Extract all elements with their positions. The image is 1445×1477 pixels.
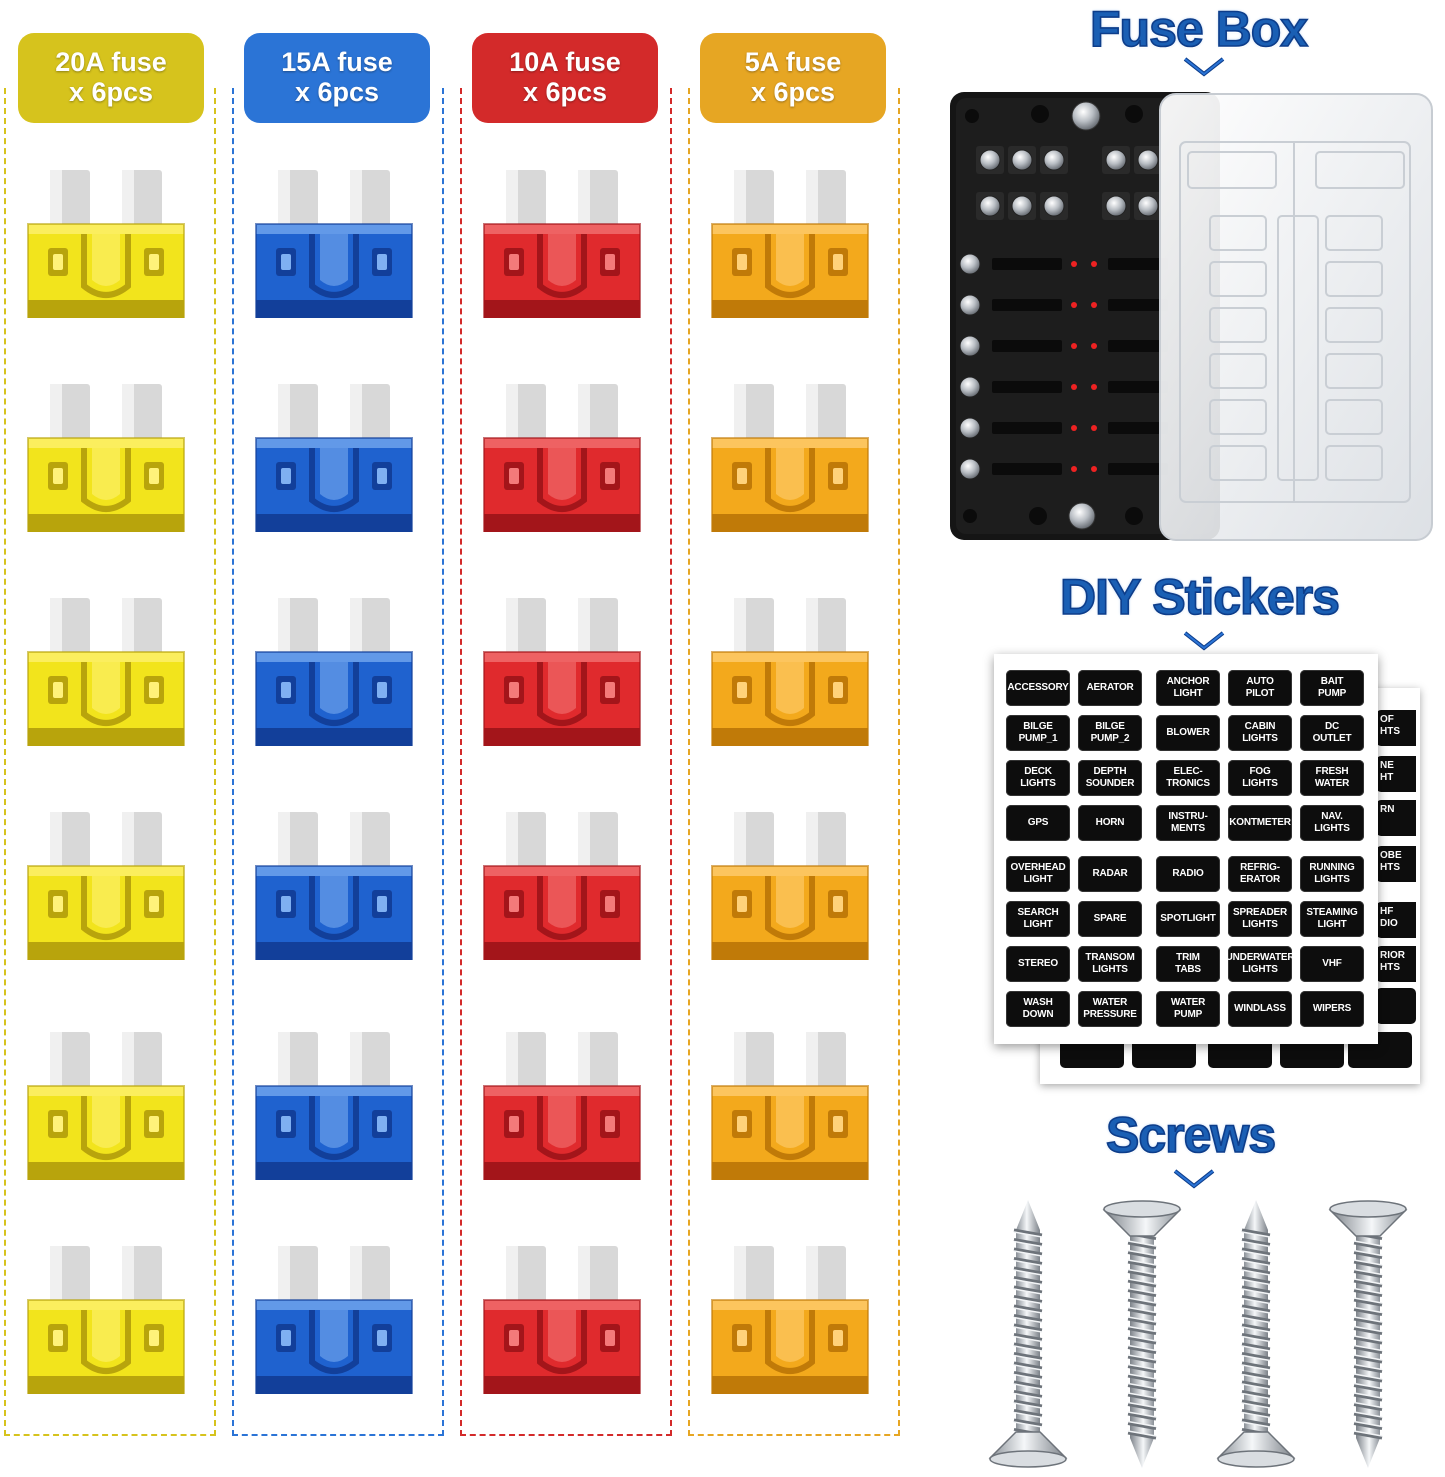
sticker-label: HORN <box>1078 805 1142 841</box>
sticker-label: CABIN LIGHTS <box>1228 715 1292 751</box>
sticker-label: REFRIG- ERATOR <box>1228 856 1292 892</box>
sticker-label: WINDLASS <box>1228 991 1292 1027</box>
sticker-label: STEAMING LIGHT <box>1300 901 1364 937</box>
fuse-column-15a <box>232 88 444 1436</box>
sticker-label: RUNNING LIGHTS <box>1300 856 1364 892</box>
sticker-label: ELEC- TRONICS <box>1156 760 1220 796</box>
fuse-rating-label: 5A fuse <box>744 47 842 77</box>
blade-fuse-icon <box>480 1030 644 1180</box>
blade-fuse-icon <box>708 168 872 318</box>
sticker-label: FRESH WATER <box>1300 760 1364 796</box>
sticker-label-partial: OF HTS <box>1376 710 1416 746</box>
blade-fuse-icon <box>252 1244 416 1394</box>
fuse-box <box>948 92 1434 542</box>
fuse-box-title: Fuse Box <box>1089 0 1309 58</box>
blade-fuse-icon <box>708 1244 872 1394</box>
blade-fuse-icon <box>24 810 188 960</box>
fuse-column-5a <box>688 88 900 1436</box>
sticker-label-partial: OBE HTS <box>1376 846 1416 882</box>
sticker-label: BAIT PUMP <box>1300 670 1364 706</box>
fuse-rating-label: 20A fuse <box>55 47 167 77</box>
chevron-down-icon <box>1183 57 1225 77</box>
sticker-label: WATER PRESSURE <box>1078 991 1142 1027</box>
fuse-quantity-label: x 6pcs <box>522 77 608 107</box>
sticker-label-partial: HF DIO <box>1376 902 1416 938</box>
blade-fuse-icon <box>480 382 644 532</box>
fuse-quantity-label: x 6pcs <box>294 77 380 107</box>
blade-fuse-icon <box>252 168 416 318</box>
blade-fuse-icon <box>708 596 872 746</box>
sticker-label: BLOWER <box>1156 715 1220 751</box>
chevron-down-icon <box>1173 1169 1215 1189</box>
sticker-label: UNDERWATER LIGHTS <box>1226 946 1295 982</box>
blank-sticker <box>1376 988 1416 1024</box>
fuse-column-10a <box>460 88 672 1436</box>
blade-fuse-icon <box>708 382 872 532</box>
sticker-label: OVERHEAD LIGHT <box>1006 856 1070 892</box>
sticker-label-partial: RN <box>1376 800 1416 836</box>
blade-fuse-icon <box>24 382 188 532</box>
fuse-rating-label: 10A fuse <box>509 47 621 77</box>
screw-icon <box>1100 1196 1184 1472</box>
blade-fuse-icon <box>252 596 416 746</box>
blade-fuse-icon <box>480 168 644 318</box>
sticker-label: ACCESSORY <box>1006 670 1070 706</box>
blade-fuse-icon <box>24 1244 188 1394</box>
sticker-label: SPREADER LIGHTS <box>1228 901 1292 937</box>
sticker-label-partial: RIOR HTS <box>1376 946 1416 982</box>
sticker-label: AUTO PILOT <box>1228 670 1292 706</box>
sticker-label: RADAR <box>1078 856 1142 892</box>
sticker-label: WATER PUMP <box>1156 991 1220 1027</box>
screw-icon <box>986 1196 1070 1472</box>
chevron-down-icon <box>1183 631 1225 651</box>
blade-fuse-icon <box>24 596 188 746</box>
sticker-label: FOG LIGHTS <box>1228 760 1292 796</box>
sticker-label: VHF <box>1300 946 1364 982</box>
stickers-title: DIY Stickers <box>1059 568 1341 626</box>
screws-title: Screws <box>1105 1106 1277 1164</box>
sticker-label: TRANSOM LIGHTS <box>1078 946 1142 982</box>
sticker-label: SEARCH LIGHT <box>1006 901 1070 937</box>
blade-fuse-icon <box>252 810 416 960</box>
sticker-label: STEREO <box>1006 946 1070 982</box>
blade-fuse-icon <box>252 382 416 532</box>
sticker-label: BILGE PUMP_1 <box>1006 715 1070 751</box>
blade-fuse-icon <box>708 1030 872 1180</box>
sticker-label: GPS <box>1006 805 1070 841</box>
sticker-label: INSTRU- MENTS <box>1156 805 1220 841</box>
fuse-quantity-label: x 6pcs <box>750 77 836 107</box>
sticker-label: SPARE <box>1078 901 1142 937</box>
sticker-label: DC OUTLET <box>1300 715 1364 751</box>
blade-fuse-icon <box>480 596 644 746</box>
sticker-label: WASH DOWN <box>1006 991 1070 1027</box>
blade-fuse-icon <box>708 810 872 960</box>
sticker-label: SPOTLIGHT <box>1156 901 1220 937</box>
fuse-column-20a <box>4 88 216 1436</box>
blade-fuse-icon <box>480 1244 644 1394</box>
sticker-label: DEPTH SOUNDER <box>1078 760 1142 796</box>
blade-fuse-icon <box>24 1030 188 1180</box>
blade-fuse-icon <box>480 810 644 960</box>
fuse-rating-label: 15A fuse <box>281 47 393 77</box>
sticker-label: BILGE PUMP_2 <box>1078 715 1142 751</box>
blade-fuse-icon <box>252 1030 416 1180</box>
sticker-label: TRIM TABS <box>1156 946 1220 982</box>
blade-fuse-icon <box>24 168 188 318</box>
fuse-quantity-label: x 6pcs <box>68 77 154 107</box>
sticker-label: RADIO <box>1156 856 1220 892</box>
screw-icon <box>1214 1196 1298 1472</box>
sticker-label: AERATOR <box>1078 670 1142 706</box>
sticker-label: DECK LIGHTS <box>1006 760 1070 796</box>
sticker-label: ANCHOR LIGHT <box>1156 670 1220 706</box>
sticker-label: KONTMETER <box>1228 805 1292 841</box>
sticker-label: WIPERS <box>1300 991 1364 1027</box>
sticker-label-partial: NE HT <box>1376 756 1416 792</box>
screw-icon <box>1326 1196 1410 1472</box>
sticker-label: NAV. LIGHTS <box>1300 805 1364 841</box>
